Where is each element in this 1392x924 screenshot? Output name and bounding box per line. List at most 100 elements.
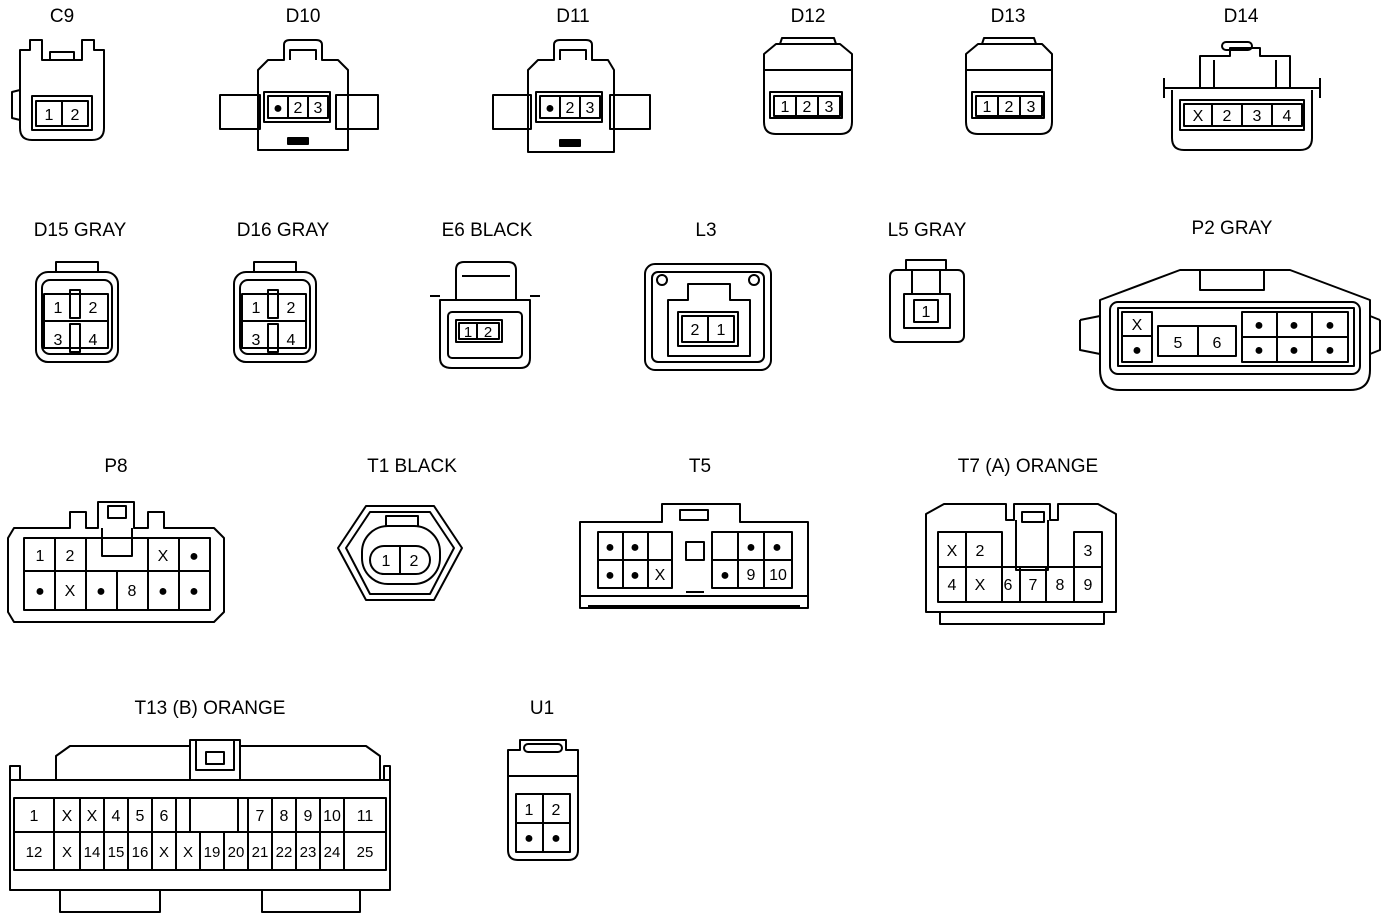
connector-t13b-pin-x-d: X bbox=[159, 844, 169, 861]
connector-t5-pin-dot-6: ● bbox=[630, 567, 640, 584]
connector-d13: D13 1 2 3 bbox=[965, 6, 1053, 135]
connector-t13b-pin-6: 6 bbox=[160, 808, 169, 825]
connector-d12-pin-1: 1 bbox=[781, 99, 790, 116]
connector-t5-label: T5 bbox=[689, 456, 711, 477]
connector-t13b-pin-5: 5 bbox=[136, 808, 145, 825]
connector-d15-pin-2: 2 bbox=[89, 300, 98, 317]
connector-t7a-label: T7 (A) ORANGE bbox=[958, 456, 1098, 477]
connector-l5-label: L5 GRAY bbox=[888, 220, 967, 241]
connector-p8-pin-dot-c: ● bbox=[96, 583, 106, 600]
connector-p2-pin-5: 5 bbox=[1174, 335, 1183, 352]
connector-d16-label: D16 GRAY bbox=[237, 220, 330, 241]
connector-t13b-pin-15: 15 bbox=[108, 844, 125, 861]
connector-p8-pin-dot-a: ● bbox=[189, 548, 199, 565]
connector-t13b-pin-7: 7 bbox=[256, 808, 265, 825]
connector-p2-pin-6: 6 bbox=[1213, 335, 1222, 352]
connector-c9-pin-1: 1 bbox=[45, 107, 54, 124]
connector-l3-pin-1: 1 bbox=[717, 322, 726, 339]
connector-d14-pin-3: 3 bbox=[1253, 108, 1262, 125]
connector-t13b: T13 (B) ORANGE 1 X X 4 5 6 7 8 9 1 bbox=[9, 698, 391, 913]
connector-t7a-pin-8: 8 bbox=[1056, 577, 1065, 594]
connector-t1-label: T1 BLACK bbox=[367, 456, 457, 477]
connector-p8-pin-1: 1 bbox=[36, 548, 45, 565]
connector-p8-pin-dot-b: ● bbox=[35, 583, 45, 600]
connector-d14-pin-2: 2 bbox=[1223, 108, 1232, 125]
connector-t1: T1 BLACK 1 2 bbox=[337, 456, 463, 601]
connector-p8-pin-8: 8 bbox=[128, 583, 137, 600]
connector-t1-pin-2: 2 bbox=[410, 553, 419, 570]
connector-l5-pin-1: 1 bbox=[922, 304, 931, 321]
connector-p8-pin-2: 2 bbox=[66, 548, 75, 565]
connector-t7a-pin-9: 9 bbox=[1084, 577, 1093, 594]
connector-l5: L5 GRAY 1 bbox=[888, 220, 967, 343]
connector-t13b-pin-x-b: X bbox=[87, 808, 98, 825]
connector-t13b-pin-9: 9 bbox=[304, 808, 313, 825]
connector-t13b-pin-20: 20 bbox=[228, 844, 245, 861]
connector-t5-pin-dot-7: ● bbox=[720, 567, 730, 584]
connector-d13-label: D13 bbox=[991, 6, 1026, 27]
connector-t13b-label: T13 (B) ORANGE bbox=[135, 698, 286, 719]
connector-d12-pin-3: 3 bbox=[825, 99, 834, 116]
connector-u1-pin-dot-a: ● bbox=[524, 830, 534, 847]
connector-t13b-pin-4: 4 bbox=[112, 808, 121, 825]
connector-d14: D14 X 2 3 4 bbox=[1163, 6, 1321, 151]
connector-c9-label: C9 bbox=[50, 6, 74, 27]
connector-u1: U1 1 2 ● ● bbox=[507, 698, 579, 861]
connector-t7a-pin-4: 4 bbox=[948, 577, 957, 594]
connector-u1-label: U1 bbox=[530, 698, 554, 719]
connector-t13b-pin-23: 23 bbox=[300, 844, 317, 861]
connector-t13b-pin-21: 21 bbox=[252, 844, 269, 861]
connector-d13-pin-3: 3 bbox=[1027, 99, 1036, 116]
connector-p2-pin-dot-g: ● bbox=[1325, 342, 1335, 359]
connector-p2: P2 GRAY X ● 5 6 ● ● ● ● ● ● bbox=[1079, 218, 1381, 391]
connector-p8-pin-x-a: X bbox=[158, 548, 169, 565]
connector-p2-pin-dot-c: ● bbox=[1289, 317, 1299, 334]
connector-d11-pin-3: 3 bbox=[586, 100, 595, 117]
connector-p2-label: P2 GRAY bbox=[1192, 218, 1273, 239]
connector-t13b-pin-14: 14 bbox=[84, 844, 101, 861]
connector-l3-pin-2: 2 bbox=[691, 322, 700, 339]
connector-t7a-pin-2: 2 bbox=[976, 543, 985, 560]
connector-c9-pin-2: 2 bbox=[71, 107, 80, 124]
connector-u1-pin-2: 2 bbox=[552, 802, 561, 819]
connector-p8-label: P8 bbox=[104, 456, 127, 477]
connector-t5-pin-dot-3: ● bbox=[746, 539, 756, 556]
connector-d10-pin-1: ● bbox=[273, 100, 283, 117]
connector-t13b-pin-16: 16 bbox=[132, 844, 149, 861]
connector-d15: D15 GRAY 1 2 3 4 bbox=[34, 220, 127, 363]
connector-u1-pin-dot-b: ● bbox=[551, 830, 561, 847]
connector-l3-label: L3 bbox=[695, 220, 716, 241]
connector-t7a: T7 (A) ORANGE X 2 3 4 X 6 7 8 9 bbox=[925, 456, 1117, 625]
connector-d16-pin-1: 1 bbox=[252, 300, 261, 317]
connector-d12: D12 1 2 3 bbox=[763, 6, 853, 135]
connector-d16: D16 GRAY 1 2 3 4 bbox=[233, 220, 330, 363]
connector-d16-pin-3: 3 bbox=[252, 332, 261, 349]
connector-d10-label: D10 bbox=[286, 6, 321, 27]
connector-d11-pin-2: 2 bbox=[566, 100, 575, 117]
connector-t13b-pin-x-e: X bbox=[183, 844, 193, 861]
connector-e6-pin-2: 2 bbox=[484, 324, 492, 341]
connector-d16-pin-2: 2 bbox=[287, 300, 296, 317]
connector-p2-pin-dot-d: ● bbox=[1325, 317, 1335, 334]
connector-d12-label: D12 bbox=[791, 6, 826, 27]
connector-t13b-pin-1: 1 bbox=[30, 808, 39, 825]
connector-u1-pin-1: 1 bbox=[525, 802, 534, 819]
connector-t5: T5 ● ● ● ● ● ● X ● 9 10 ● ● bbox=[579, 456, 809, 609]
connector-t1-pin-1: 1 bbox=[382, 553, 391, 570]
connector-p2-pin-dot-b: ● bbox=[1254, 317, 1264, 334]
connector-d11-pin-1: ● bbox=[545, 100, 555, 117]
connector-t13b-pin-10: 10 bbox=[323, 808, 341, 825]
connector-p8-pin-x-b: X bbox=[65, 583, 76, 600]
connector-t5-pin-dot-1: ● bbox=[605, 539, 615, 556]
connector-t13b-pin-19: 19 bbox=[204, 844, 221, 861]
connector-p8: P8 1 2 X ● ● X ● 8 ● ● bbox=[7, 456, 225, 623]
connector-t13b-pin-25: 25 bbox=[357, 844, 374, 861]
connector-t13b-pin-11: 11 bbox=[357, 808, 374, 825]
connector-e6-label: E6 BLACK bbox=[442, 220, 533, 241]
connector-p2-pin-dot-e: ● bbox=[1254, 342, 1264, 359]
connector-p2-pin-dot-f: ● bbox=[1289, 342, 1299, 359]
connector-d11-label: D11 bbox=[556, 6, 589, 27]
connector-t5-pin-x: X bbox=[655, 567, 666, 584]
connector-t5-pin-dot-5: ● bbox=[605, 567, 615, 584]
